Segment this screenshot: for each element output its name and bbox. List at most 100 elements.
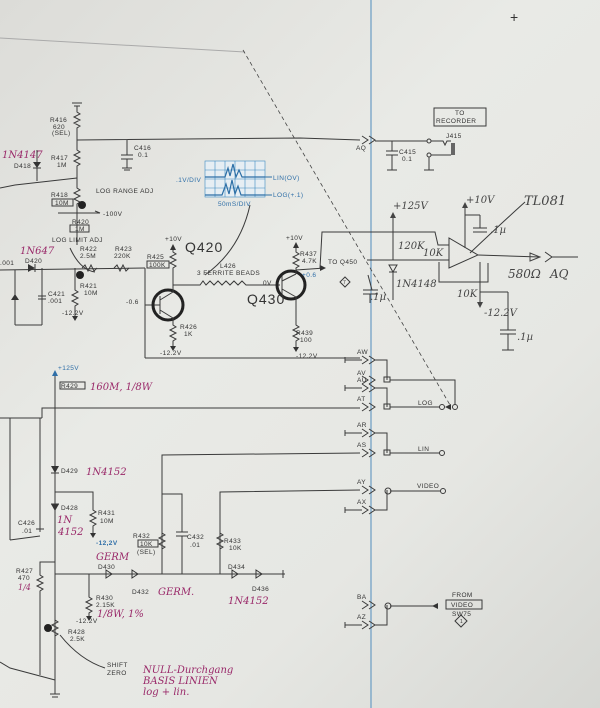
r430-supply: -12.2V — [76, 618, 98, 625]
c416-label: C416 — [134, 145, 151, 152]
r430-value: 2.15K — [96, 602, 115, 609]
recorder-output — [375, 107, 487, 171]
from-label: FROM — [452, 592, 473, 599]
c420-value: .001 — [0, 260, 14, 267]
r429-note: 160M, 1/8W — [90, 382, 153, 393]
connector-ar: AR — [357, 422, 367, 429]
r439-supply: -12.2V — [296, 353, 318, 360]
scope-vdiv: .1V/DIV — [176, 177, 201, 184]
log-range-adj-label: LOG RANGE ADJ — [96, 188, 154, 195]
r421-value: 10M — [84, 290, 98, 297]
r432-label: R432 — [133, 533, 150, 540]
r431-label: R431 — [98, 510, 115, 517]
r427-note: 1/4 — [18, 583, 31, 592]
c426-value: .01 — [22, 528, 32, 535]
corner-mark: + — [510, 9, 519, 25]
r432-value: 10K — [140, 541, 153, 548]
d432-note: GERM. — [158, 587, 194, 598]
r422-value: 2.5M — [80, 253, 96, 260]
r417-label: R417 — [51, 155, 68, 162]
shift-label: SHIFT — [107, 662, 128, 669]
r420-value: 1M — [75, 226, 85, 233]
r425-value: 100K — [149, 262, 166, 269]
switch-video-label: VIDEO — [417, 483, 439, 490]
r423-value: 220K — [114, 253, 131, 260]
recorder-to: TO — [455, 110, 465, 117]
r418-value: 10M — [55, 200, 69, 207]
switch-log-label: LOG — [418, 400, 433, 407]
c421-value: .001 — [48, 298, 62, 305]
r416-label: R416 — [50, 117, 67, 124]
opamp-plus10v: +10V — [466, 195, 496, 206]
j415-label: J415 — [446, 133, 462, 140]
opamp-r10k-in: 10K — [423, 248, 444, 259]
d418-label: D418 — [14, 163, 31, 170]
c415-label: C415 — [399, 149, 416, 156]
opamp-r120k: 120K — [398, 241, 425, 252]
zero-label: ZERO — [107, 670, 127, 677]
r416-value: 620 — [53, 124, 65, 131]
q450-volt: +0.6 — [302, 272, 316, 279]
r439-value: 100 — [300, 337, 312, 344]
d430-note: GERM — [96, 552, 130, 563]
r422-label: R422 — [80, 246, 97, 253]
minus-100v-label: -100V — [103, 211, 123, 218]
q420-base-volt: -0.6 — [126, 299, 139, 306]
opamp-cap-top: .1µ — [490, 225, 506, 236]
r423-label: R423 — [115, 246, 132, 253]
to-q450-label: TO Q450 — [328, 259, 357, 266]
r426-label: R426 — [180, 324, 197, 331]
r431-value: 10M — [100, 518, 114, 525]
from-video-box: VIDEO — [451, 602, 473, 609]
d432-label: D432 — [132, 589, 149, 596]
opamp-minus12v: -12.2V — [484, 308, 519, 319]
r421-supply: -12.2V — [62, 310, 84, 317]
r426-value: 1K — [184, 331, 193, 338]
switch-lin-label: LIN — [418, 446, 429, 453]
q420-stage — [0, 204, 360, 359]
q420-supply: +10V — [165, 236, 182, 243]
q430-label: Q430 — [247, 291, 285, 307]
scope-log: LOG(+.1) — [273, 192, 303, 199]
c426-label: C426 — [18, 520, 35, 527]
edge-connectors — [344, 135, 483, 630]
scope-lin: LIN(OV) — [273, 175, 300, 182]
c421-label: C421 — [48, 291, 65, 298]
opamp-r10k-fb: 10K — [457, 289, 478, 300]
d429-note: 1N4152 — [86, 467, 127, 478]
q450-ref: 7 — [343, 280, 346, 286]
d428-note2: 4152 — [57, 527, 83, 538]
log-limit-adj-label: LOG LIMIT ADJ — [52, 237, 103, 244]
opamp-name: TL081 — [524, 194, 566, 209]
connector-av: AV — [357, 370, 366, 377]
r426-supply: -12.2V — [160, 350, 182, 357]
c415-value: 0.1 — [402, 156, 412, 163]
connector-at: AT — [357, 396, 366, 403]
ref-diamond-7 — [339, 276, 351, 288]
d418-note: 1N4147 — [2, 150, 43, 161]
r429-label: R429 — [61, 383, 78, 390]
d430-label: D430 — [98, 564, 115, 571]
connector-au: AU — [357, 377, 367, 384]
r420-label: R420 — [72, 219, 89, 226]
board-outline-dashed — [242, 49, 451, 406]
scope-tdiv: 50mS/DIV — [218, 201, 251, 208]
handwritten-note-1: NULL-Durchgang — [142, 665, 233, 676]
opamp-cap-neg: .1µ — [517, 332, 533, 343]
d420-note: 1N647 — [20, 246, 55, 257]
connector-as: AS — [357, 442, 367, 449]
connector-aq: AQ — [356, 145, 366, 152]
r433-label: R433 — [224, 538, 241, 545]
d434-label: D434 — [228, 564, 245, 571]
handwritten-note-3: log + lin. — [143, 687, 189, 698]
bottom-plus125v: +125V — [58, 365, 79, 372]
recorder-label: RECORDER — [436, 118, 476, 125]
d428-note1: 1N — [57, 515, 73, 526]
r417-value: 1M — [57, 162, 67, 169]
q430-supply: +10V — [286, 235, 303, 242]
opamp-r-out: 580Ω — [508, 267, 541, 281]
d428-label: D428 — [61, 505, 78, 512]
r439-label: R439 — [296, 330, 313, 337]
connector-ax: AX — [357, 499, 367, 506]
